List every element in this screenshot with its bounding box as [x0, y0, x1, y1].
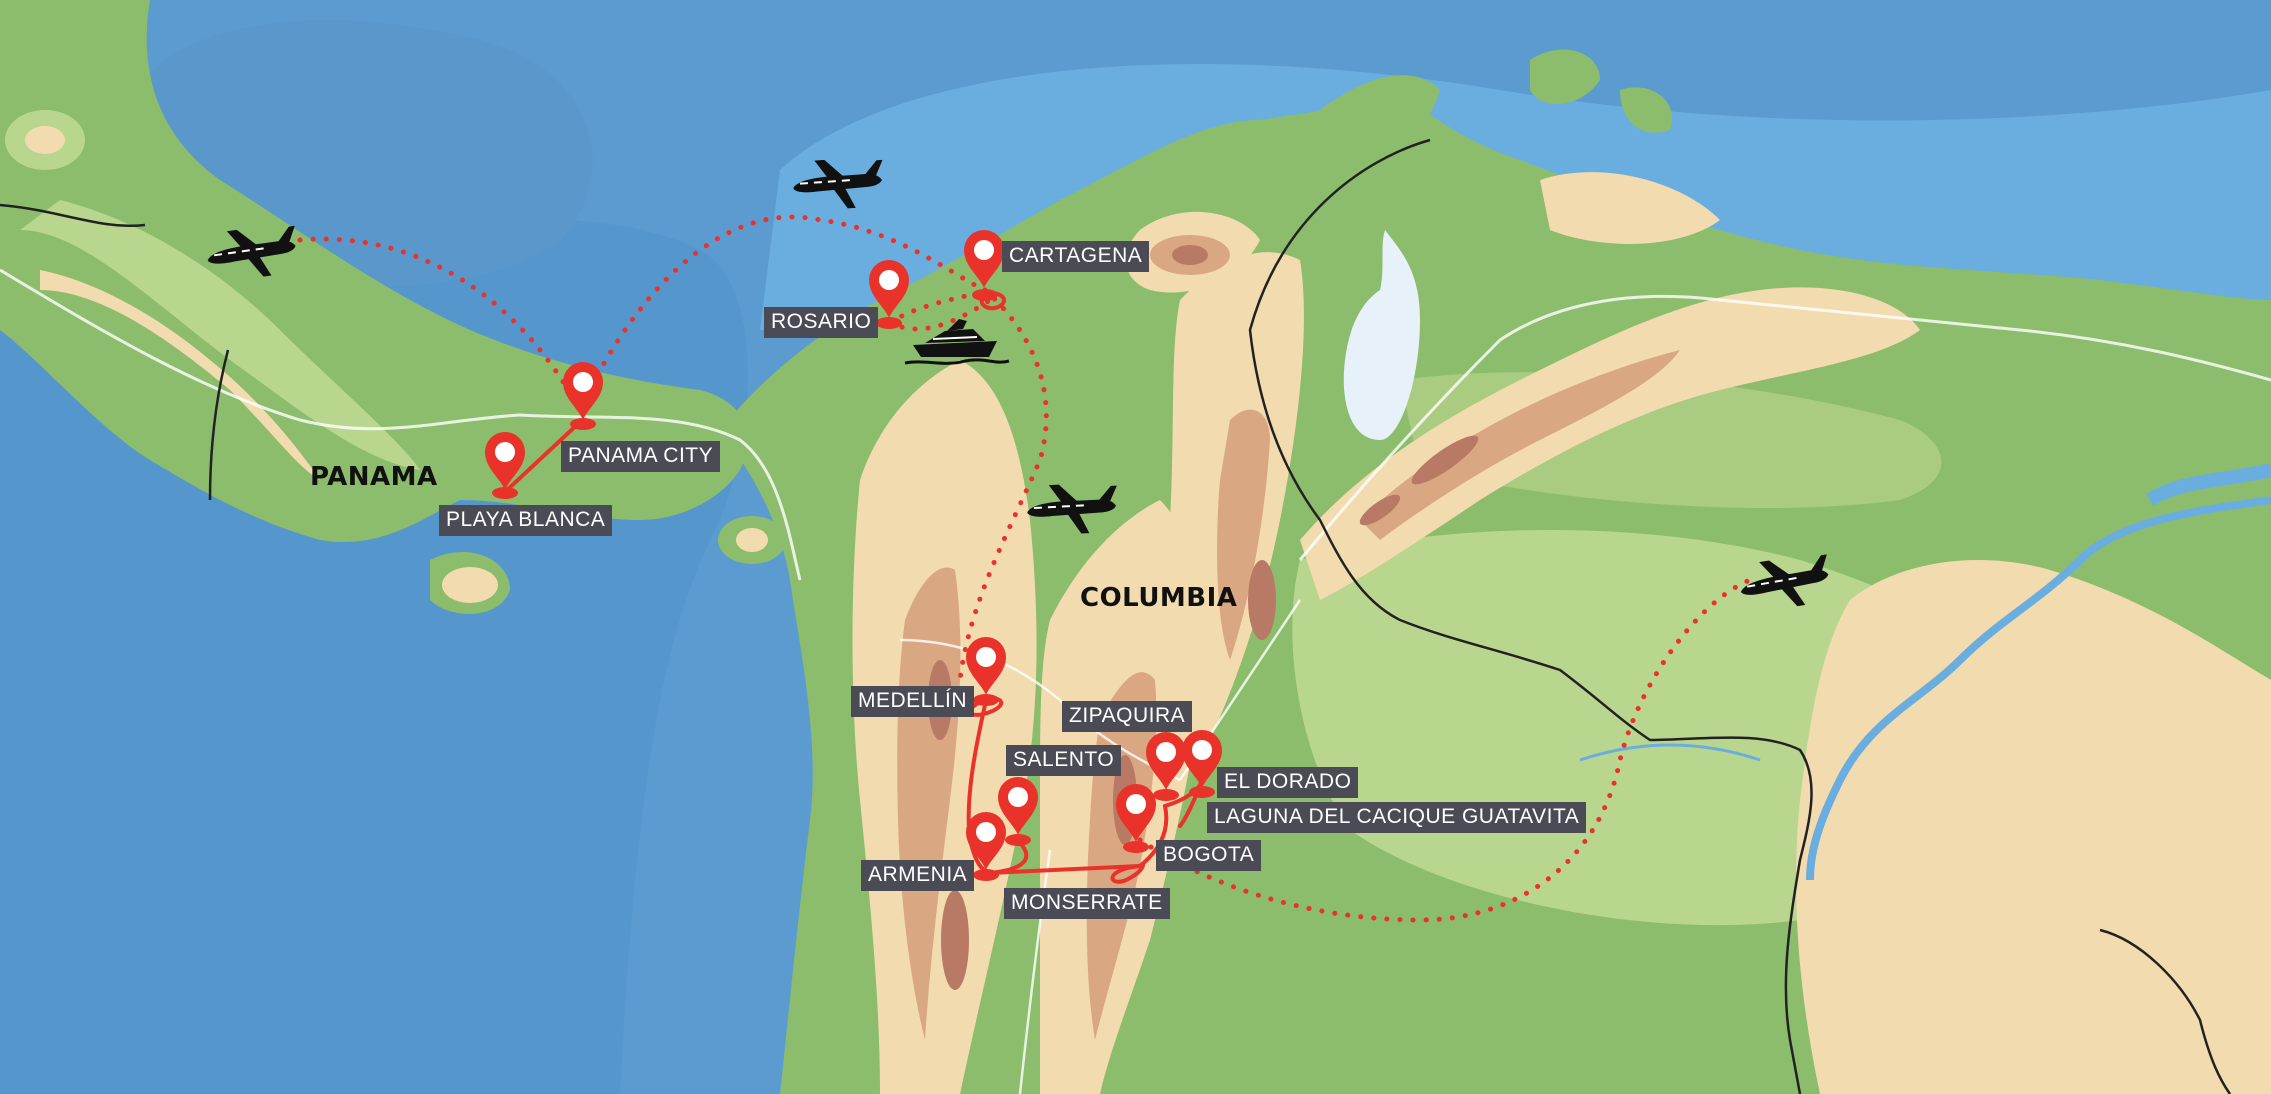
place-label-zipaquira[interactable]: ZIPAQUIRA [1062, 701, 1193, 732]
country-label-colombia: COLUMBIA [1080, 583, 1238, 613]
place-label-panama-city[interactable]: PANAMA CITY [561, 441, 721, 472]
yacht-icon [904, 319, 1010, 365]
place-label-armenia[interactable]: ARMENIA [861, 860, 975, 891]
place-label-rosario[interactable]: ROSARIO [764, 307, 879, 338]
place-label-cartagena[interactable]: CARTAGENA [1002, 241, 1150, 272]
place-label-playa-blanca[interactable]: PLAYA BLANCA [439, 505, 613, 536]
place-label-salento[interactable]: SALENTO [1006, 745, 1122, 776]
place-label-monserrate[interactable]: MONSERRATE [1004, 888, 1170, 919]
country-label-panama: PANAMA [310, 462, 438, 492]
place-label-bogota[interactable]: BOGOTA [1156, 840, 1262, 871]
place-label-el-dorado[interactable]: EL DORADO [1217, 767, 1359, 798]
place-label-laguna-del-cacique-guatavita[interactable]: LAGUNA DEL CACIQUE GUATAVITA [1207, 802, 1587, 833]
place-label-medellin[interactable]: MEDELLÍN [851, 686, 975, 717]
